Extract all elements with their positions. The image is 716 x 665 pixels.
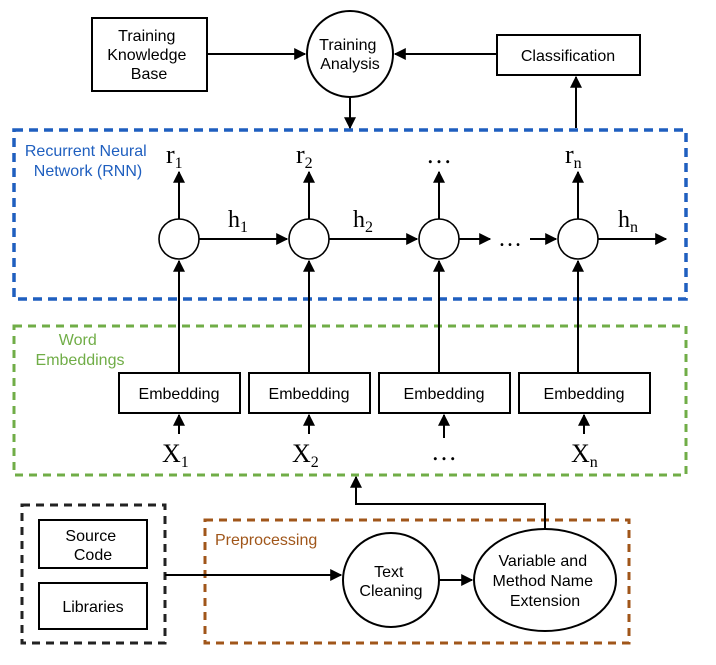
libraries-label: Libraries: [62, 599, 123, 616]
training-knowledge-base-box: [91, 17, 208, 92]
source-code-line-1: Source: [65, 528, 116, 545]
embedding-box-2: [248, 372, 371, 414]
hidden-label-2: h2: [353, 207, 373, 236]
rnn-group-frame: [12, 128, 688, 301]
input-label-n: Xn: [571, 439, 598, 471]
embedding-label-2: Embedding: [269, 386, 350, 403]
arrow-extension-to-embeddings: [350, 475, 546, 529]
name-extension-label: Variable and Method Name Extension: [493, 553, 598, 610]
embeddings-title-line-1: Word: [59, 332, 97, 349]
libraries-box: [38, 582, 148, 630]
output-label-3: …: [426, 140, 452, 169]
name-extension-line-2: Method Name: [493, 573, 594, 590]
embedding-label-3: Embedding: [404, 386, 485, 403]
embeddings-title-line-2: Embeddings: [36, 352, 125, 369]
hidden-ellipsis: …: [498, 226, 522, 252]
rnn-cell-n: [557, 218, 599, 260]
embedding-box-n: [518, 372, 651, 414]
hidden-label-1: h1: [228, 207, 248, 236]
rnn-title: Recurrent Neural Network (RNN): [25, 143, 151, 180]
output-label-1: r1: [166, 140, 183, 172]
training-analysis-line-1: Training: [319, 37, 376, 54]
embedding-box-3: [378, 372, 511, 414]
text-cleaning-line-1: Text: [374, 564, 404, 581]
input-label-2: X2: [292, 439, 319, 471]
knowledge-base-line-3: Base: [131, 66, 168, 83]
knowledge-base-line-1: Training: [118, 28, 175, 45]
preprocessing-group-frame: [203, 518, 631, 645]
rnn-title-line-2: Network (RNN): [34, 163, 142, 180]
preprocessing-title: Preprocessing: [215, 532, 317, 549]
rnn-cell-3: [418, 218, 460, 260]
name-extension-line-3: Extension: [510, 593, 580, 610]
output-label-2: r2: [296, 140, 313, 172]
source-code-line-2: Code: [74, 547, 112, 564]
knowledge-base-line-2: Knowledge: [107, 47, 186, 64]
embedding-label-1: Embedding: [139, 386, 220, 403]
training-analysis-node: [306, 10, 394, 98]
training-analysis-line-2: Analysis: [320, 56, 380, 73]
output-label-n: rn: [565, 140, 582, 172]
rnn-cell-2: [288, 218, 330, 260]
rnn-cell-1: [158, 218, 200, 260]
input-label-1: X1: [162, 439, 189, 471]
training-knowledge-base-label: Training Knowledge Base: [107, 28, 191, 83]
input-label-3: …: [431, 437, 457, 466]
hidden-label-n: hn: [618, 207, 638, 236]
text-cleaning-line-2: Cleaning: [359, 583, 422, 600]
embeddings-title: Word Embeddings: [36, 332, 125, 369]
name-extension-line-1: Variable and: [498, 553, 587, 570]
rnn-title-line-1: Recurrent Neural: [25, 143, 147, 160]
classification-box: [496, 34, 641, 76]
source-code-box: [38, 519, 148, 569]
embedding-label-n: Embedding: [544, 386, 625, 403]
source-code-label: Source Code: [65, 528, 120, 564]
training-analysis-label: Training Analysis: [319, 37, 381, 73]
classification-label: Classification: [521, 48, 615, 65]
text-cleaning-label: Text Cleaning: [359, 564, 422, 600]
embeddings-group-frame: [12, 324, 688, 477]
